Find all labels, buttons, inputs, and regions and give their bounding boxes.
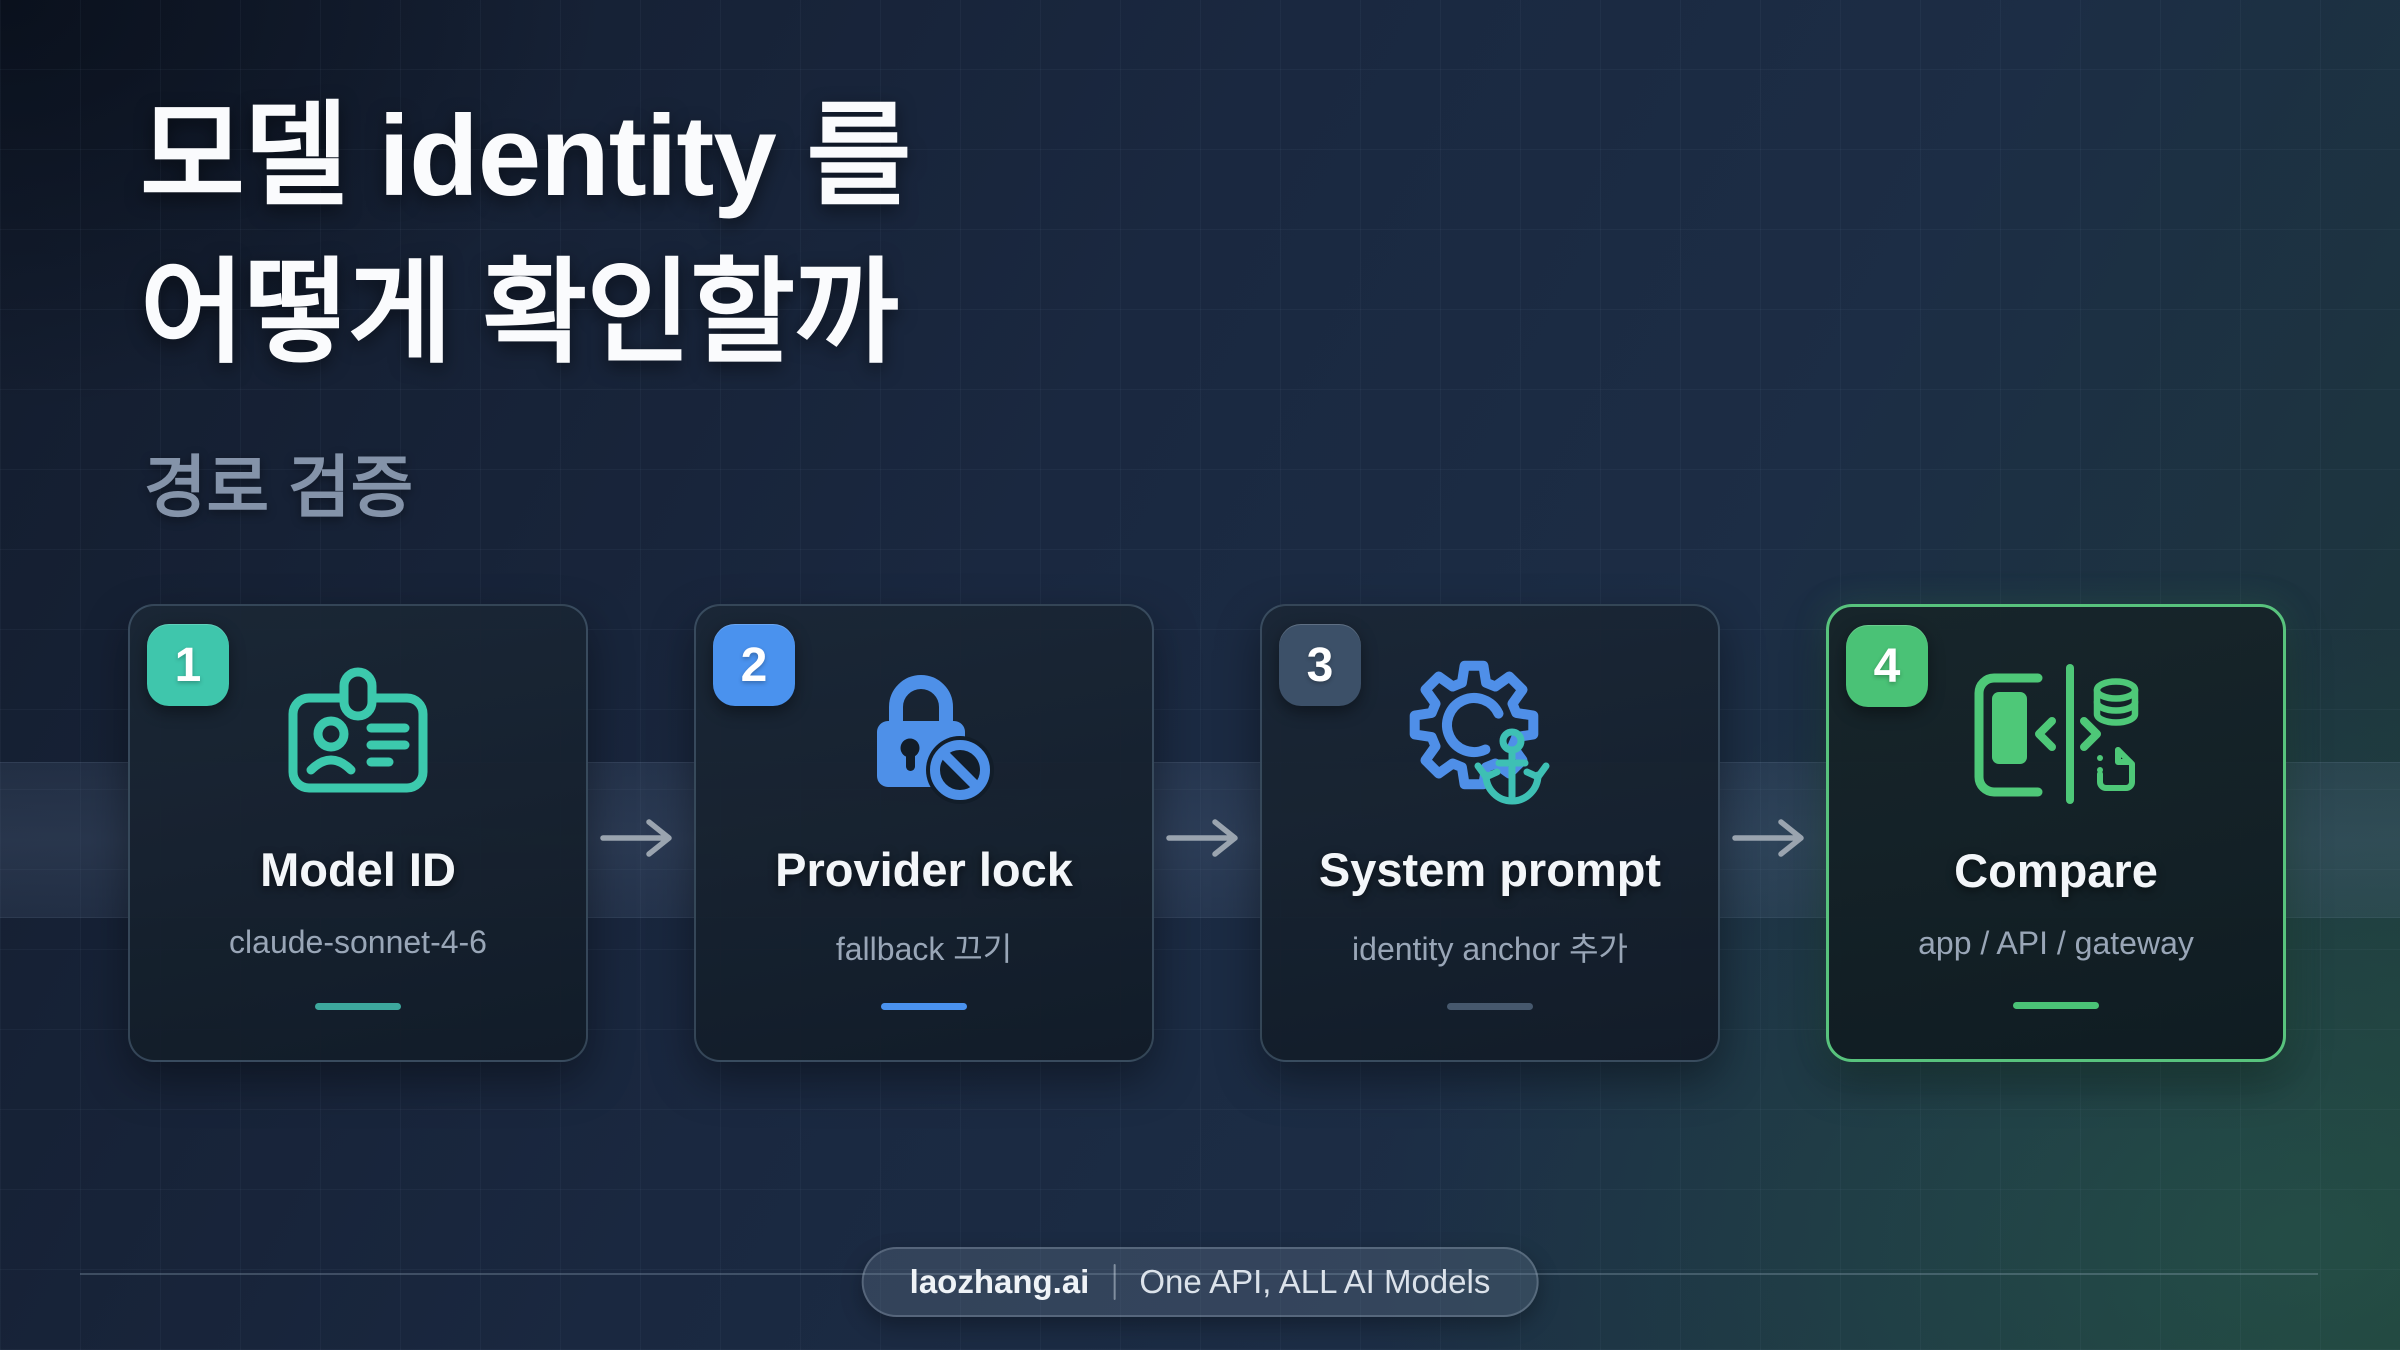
- page-subtitle: 경로 검증: [144, 450, 414, 526]
- step-number-badge: 2: [713, 624, 795, 706]
- step-number-badge: 1: [147, 624, 229, 706]
- step-accent-underline: [1447, 1003, 1533, 1010]
- step-number-badge: 3: [1279, 624, 1361, 706]
- footer-divider-line: [80, 1273, 2318, 1275]
- page-title-line2: 어떻게 확인할까: [140, 250, 899, 378]
- step-card-provider-lock: 2 Provider lock fallback 끄기: [694, 604, 1154, 1062]
- step-card-compare: 4 Co: [1826, 604, 2286, 1062]
- lock-blocked-icon: [829, 662, 1019, 804]
- step-card-system-prompt: 3 System prompt identi: [1260, 604, 1720, 1062]
- flow-arrow-icon: [1732, 819, 1804, 857]
- gear-anchor-icon: [1395, 660, 1585, 805]
- step-subtitle: app / API / gateway: [1918, 925, 2194, 961]
- footer-vertical-divider: [1113, 1264, 1116, 1300]
- step-card-model-id: 1 Model ID claude-sonnet-4-6: [128, 604, 588, 1062]
- step-accent-underline: [881, 1003, 967, 1010]
- step-number-badge: 4: [1846, 625, 1928, 707]
- step-subtitle: identity anchor 추가: [1352, 931, 1628, 967]
- brand-name: laozhang.ai: [909, 1263, 1090, 1300]
- footer-brand-pill: laozhang.ai One API, ALL AI Models: [861, 1247, 1539, 1317]
- id-card-icon: [263, 662, 453, 804]
- step-subtitle: fallback 끄기: [835, 931, 1013, 967]
- step-subtitle: claude-sonnet-4-6: [229, 924, 487, 960]
- compare-sources-icon: [1961, 663, 2151, 805]
- step-title: Provider lock: [775, 843, 1073, 896]
- brand-tagline: One API, ALL AI Models: [1139, 1263, 1491, 1300]
- step-title: Compare: [1954, 844, 2158, 897]
- flow-arrow-icon: [1166, 819, 1238, 857]
- page-title-line1: 모델 identity 를: [140, 93, 911, 220]
- step-title: Model ID: [260, 843, 456, 896]
- step-title: System prompt: [1318, 843, 1662, 896]
- flow-arrow-icon: [600, 819, 672, 857]
- step-accent-underline: [2013, 1002, 2099, 1009]
- step-accent-underline: [315, 1003, 401, 1010]
- page-title: 모델 identity 를 어떻게 확인할까: [140, 78, 911, 393]
